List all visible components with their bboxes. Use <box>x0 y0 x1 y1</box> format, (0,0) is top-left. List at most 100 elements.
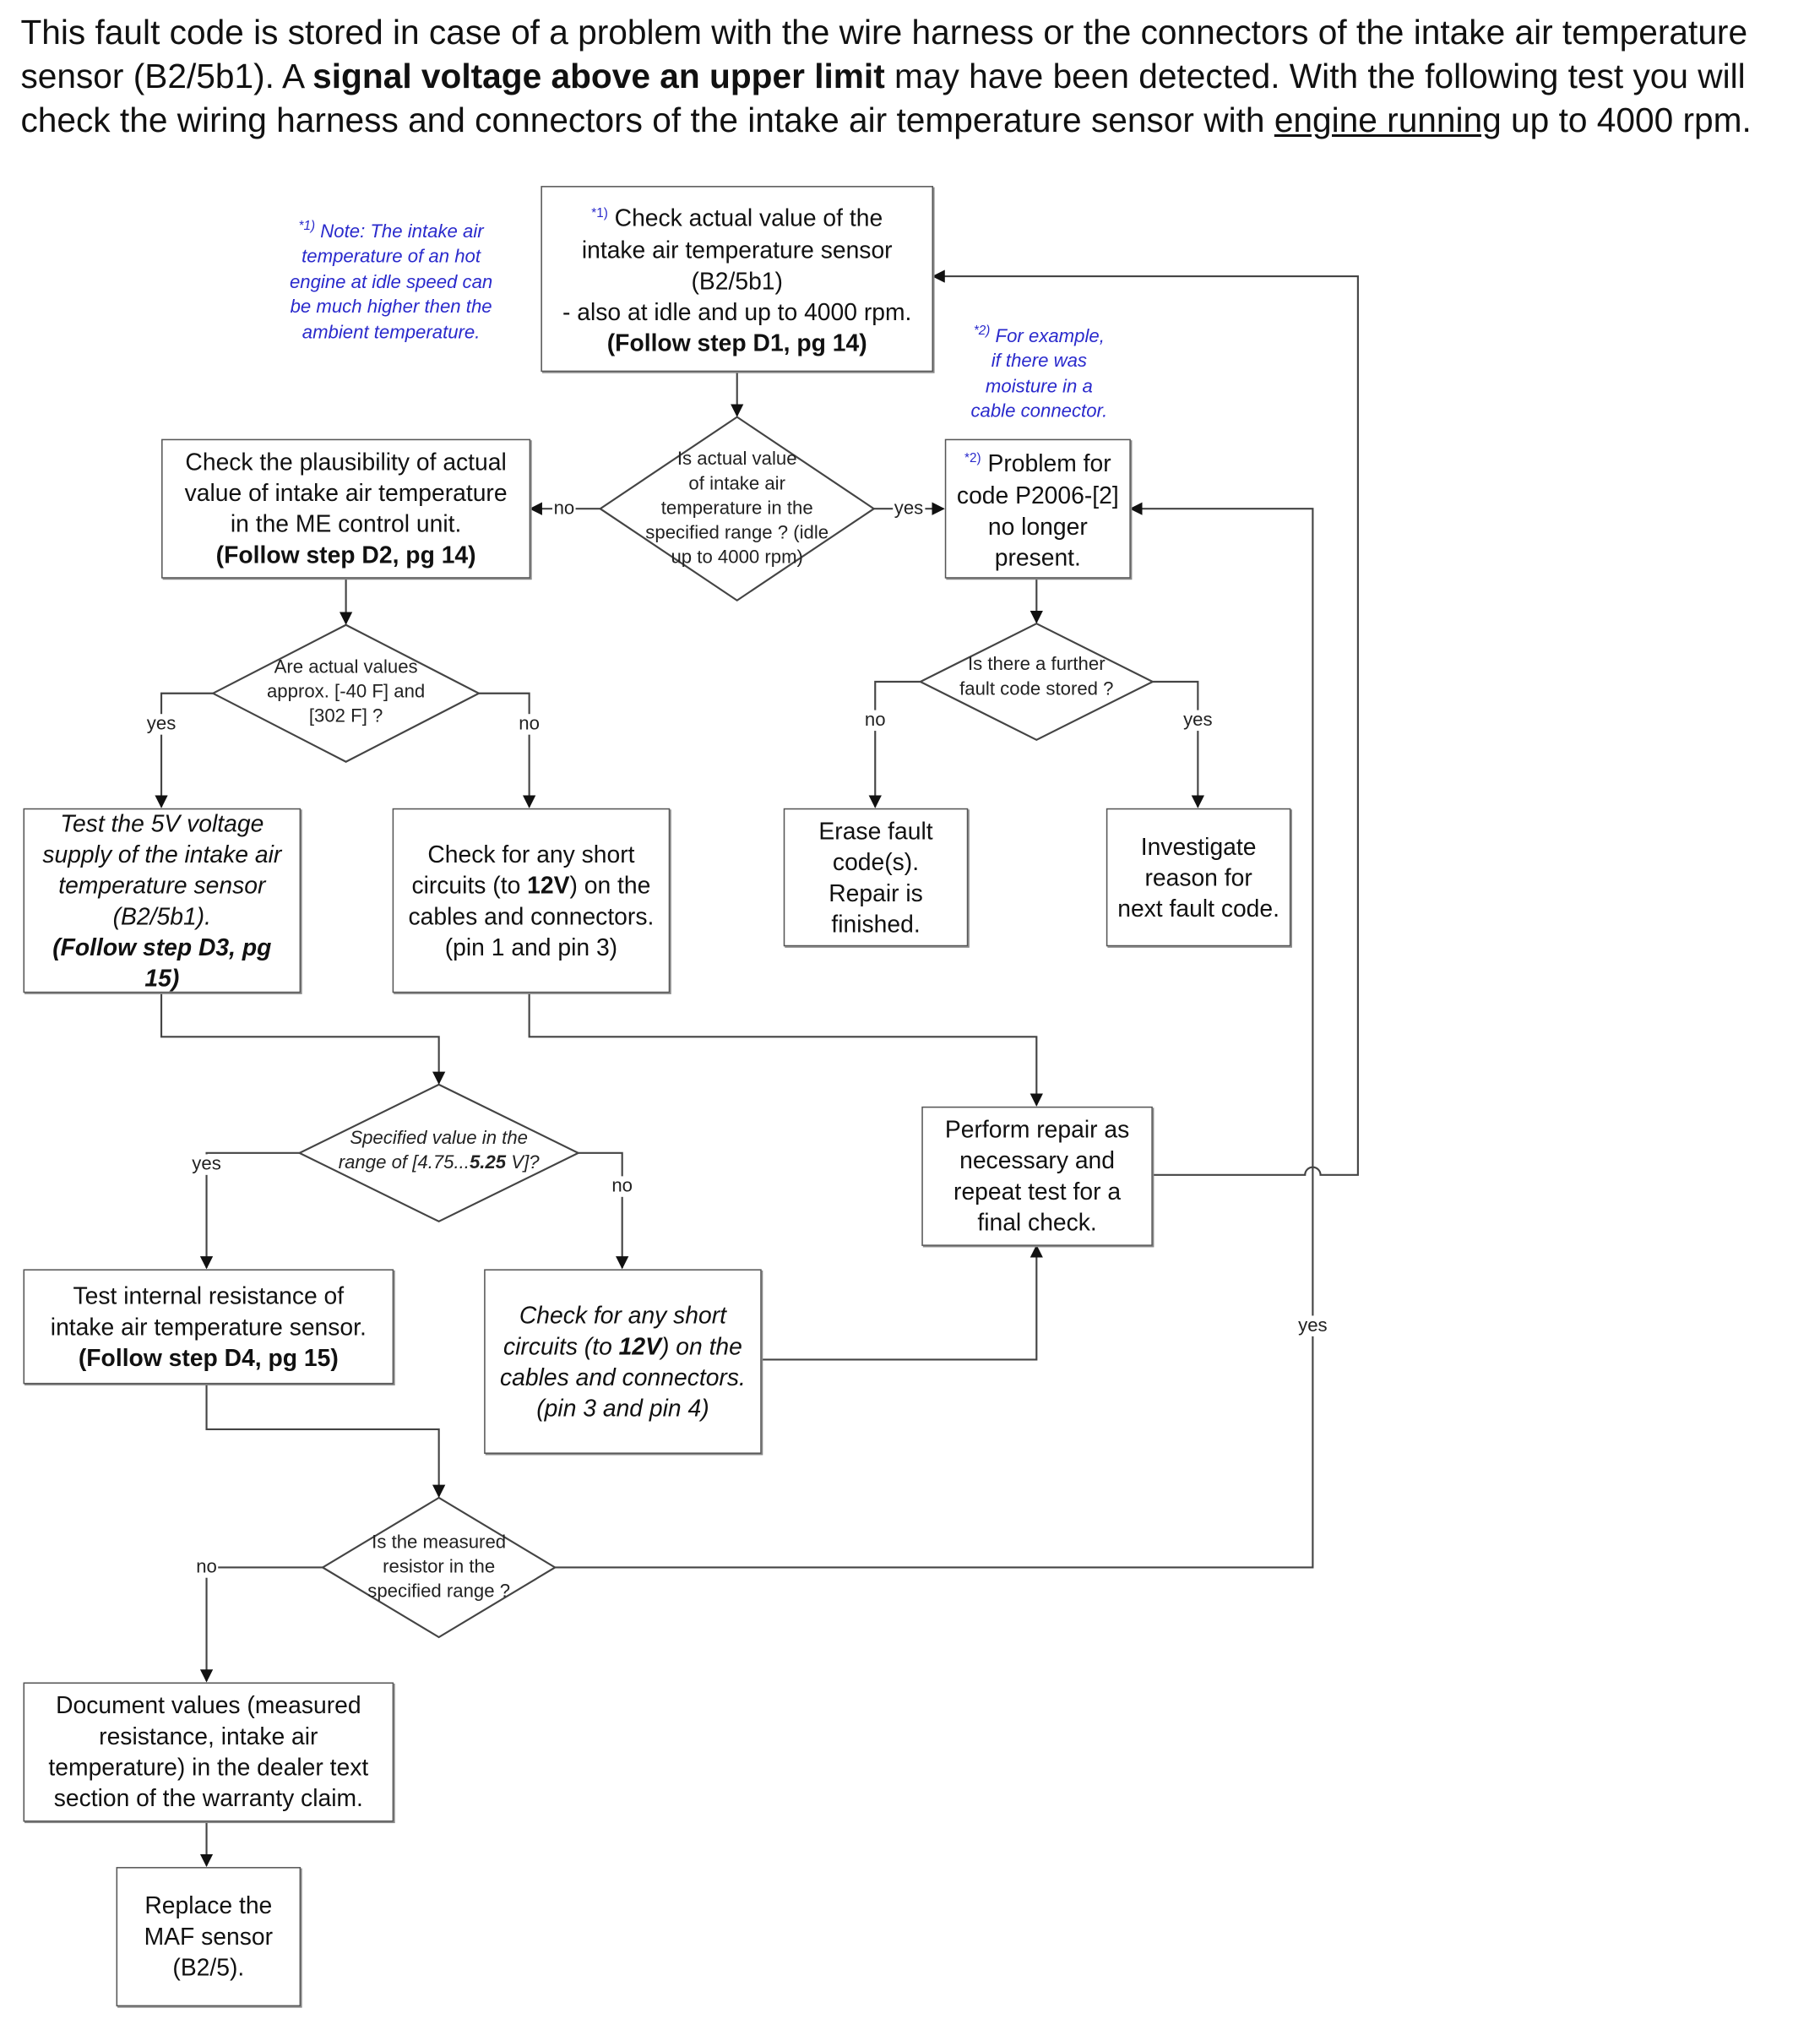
decision-in-range-text: Is actual value of intake air temperatur… <box>621 444 853 574</box>
intro-text: up to 4000 rpm. <box>1501 101 1752 140</box>
decision-further-code <box>918 623 1155 741</box>
box-line: Check for any short <box>427 840 635 868</box>
box-line: cables and connectors. <box>408 901 655 929</box>
box-document-values: Document values (measured resistance, in… <box>23 1682 394 1822</box>
arrow <box>578 1151 629 1270</box>
box-line: Document values (measured <box>56 1691 361 1719</box>
decision-line: fault code stored ? <box>959 678 1114 700</box>
label-yes: yes <box>1296 1315 1329 1336</box>
box-line: MAF sensor <box>144 1922 274 1950</box>
box-line: Test internal resistance of <box>73 1281 345 1309</box>
box-line: Investigate <box>1140 832 1257 860</box>
box-line: Check actual value of the <box>614 204 883 232</box>
intro-line-3: check the wiring harness and connectors … <box>20 98 1751 142</box>
box-line: (Follow step D3, pg <box>52 933 272 961</box>
decision-line: approx. [-40 F] and <box>266 681 426 702</box>
note-line: moisture in a <box>985 377 1093 398</box>
box-line: resistance, intake air <box>99 1722 318 1750</box>
note-line: Note: The intake air <box>320 221 484 243</box>
box-test-5v: Test the 5V voltage supply of the intake… <box>23 808 302 993</box>
box-line: reason for <box>1144 863 1252 890</box>
arrow <box>555 502 1314 1569</box>
note-line: cable connector. <box>970 401 1108 423</box>
box-line: Check the plausibility of actual <box>185 448 507 476</box>
box-line: Repair is <box>829 879 923 906</box>
box-line: code(s). <box>832 847 920 875</box>
box-line: no longer <box>987 512 1088 540</box>
box-line: finished. <box>831 909 921 937</box>
box-line: (B2/5b1). <box>112 901 211 929</box>
label-no: no <box>863 710 888 732</box>
intro-line-1: This fault code is stored in case of a p… <box>20 13 1748 52</box>
box-erase-fault: Erase fault code(s). Repair is finished. <box>783 808 969 947</box>
box-line: supply of the intake air <box>42 840 282 868</box>
box-line: Check for any short <box>519 1300 727 1328</box>
box-line: (B2/5b1) <box>691 266 783 294</box>
box-plausibility: Check the plausibility of actual value o… <box>161 438 531 579</box>
box-line: code P2006-[2] <box>956 481 1119 509</box>
decision-further-code-text: Is there a further fault code stored ? <box>933 652 1140 704</box>
arrow <box>155 692 214 808</box>
decision-text: 5.25 <box>469 1152 507 1174</box>
decision-line: Are actual values <box>274 656 418 678</box>
decision-approx <box>210 623 481 763</box>
label-no: no <box>610 1176 634 1197</box>
box-line: (pin 3 and pin 4) <box>536 1393 709 1422</box>
note-line: if there was <box>991 351 1088 373</box>
box-line: in the ME control unit. <box>230 509 462 537</box>
box-line: Perform repair as <box>944 1115 1130 1143</box>
decision-voltage-text: Specified value in the range of [4.75...… <box>323 1126 555 1178</box>
footnote-marker: *1) <box>591 207 608 222</box>
box-line: intake air temperature sensor. <box>50 1312 367 1340</box>
decision-voltage <box>297 1083 581 1223</box>
decision-line: Is actual value <box>676 449 797 470</box>
box-line: cables and connectors. <box>500 1363 746 1390</box>
box-text: 12V <box>527 870 570 899</box>
note-line: be much higher then the <box>290 297 492 318</box>
label-yes: yes <box>145 714 177 735</box>
decision-approx-text: Are actual values approx. [-40 F] and [3… <box>242 652 449 732</box>
note-line: engine at idle speed can <box>289 272 493 293</box>
footnote-marker: *1) <box>298 219 316 234</box>
intro-underline: engine running <box>1274 101 1502 140</box>
arrow <box>528 991 1043 1107</box>
decision-line: of intake air <box>688 473 786 494</box>
arrow <box>199 1566 323 1683</box>
box-line: 15) <box>144 963 180 992</box>
box-line: Test the 5V voltage <box>60 808 264 836</box>
box-line: section of the warranty claim. <box>53 1784 363 1812</box>
box-text: circuits (to <box>411 870 528 899</box>
decision-line: Is there a further <box>967 654 1106 676</box>
label-yes: yes <box>893 498 925 520</box>
note-hot-engine: *1) Note: The intake air temperature of … <box>275 215 508 346</box>
box-line: - also at idle and up to 4000 rpm. <box>562 297 912 325</box>
arrow <box>868 680 921 808</box>
decision-text: range of [4.75... <box>338 1152 470 1174</box>
arrow <box>199 1151 300 1270</box>
box-text: circuits (to <box>503 1331 619 1359</box>
label-no: no <box>194 1557 219 1578</box>
box-line: final check. <box>977 1208 1097 1236</box>
decision-resistor-text: Is the measured resistor in the specifie… <box>335 1529 542 1607</box>
decision-line: temperature in the <box>660 498 813 519</box>
label-yes: yes <box>1182 710 1214 732</box>
box-line: Erase fault <box>818 816 933 844</box>
intro-line-2: sensor (B2/5b1). A signal voltage above … <box>20 54 1745 98</box>
box-internal-resistance: Test internal resistance of intake air t… <box>23 1269 394 1385</box>
intro-bold: signal voltage above an upper limit <box>312 57 885 96</box>
footnote-marker: *2) <box>973 324 991 339</box>
decision-line: [302 F] ? <box>308 705 383 727</box>
box-line: (Follow step D4, pg 15) <box>78 1343 339 1371</box>
box-investigate: Investigate reason for next fault code. <box>1106 808 1291 947</box>
arrow <box>205 1382 446 1498</box>
note-line: temperature of an hot <box>302 247 481 268</box>
decision-text: V]? <box>506 1152 540 1174</box>
box-line: (B2/5). <box>172 1953 245 1981</box>
box-line: temperature sensor <box>58 870 266 899</box>
box-line: temperature) in the dealer text <box>48 1753 369 1781</box>
arrow <box>760 1244 1043 1361</box>
decision-line: Specified value in the <box>350 1128 528 1150</box>
box-text: ) on the <box>660 1331 742 1359</box>
